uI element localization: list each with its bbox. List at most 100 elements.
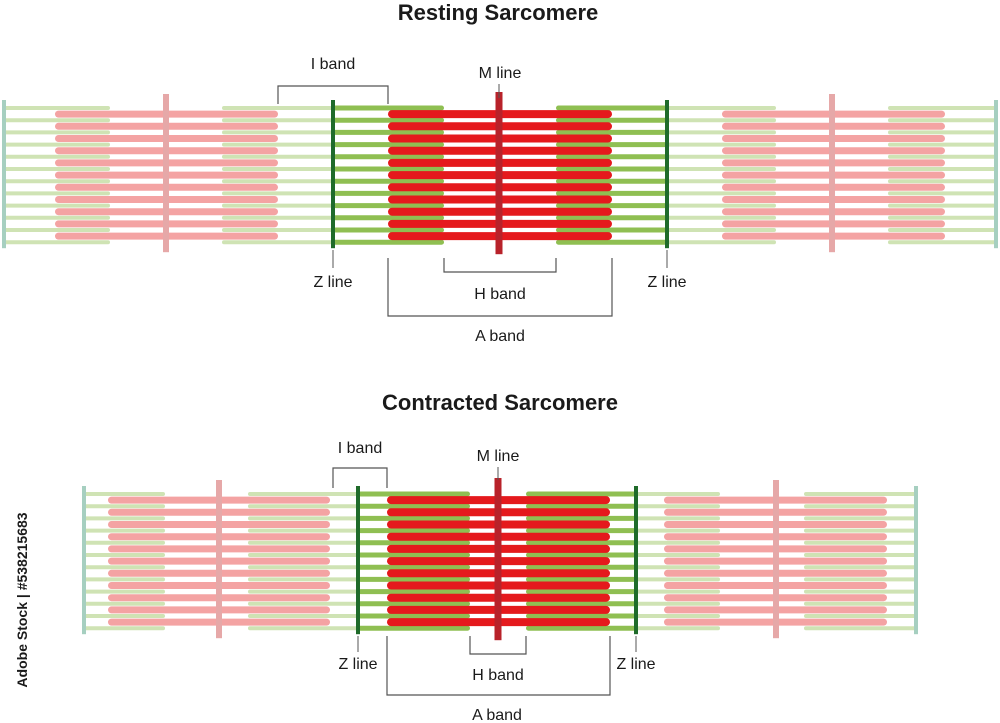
thin-filament: [333, 215, 444, 221]
faded-thin-filament: [667, 179, 776, 184]
faded-thin-filament: [804, 492, 916, 496]
faded-thin-filament: [4, 154, 110, 159]
faded-thin-filament: [636, 614, 720, 618]
h-band-bracket: [469, 636, 527, 655]
thin-filament: [526, 528, 636, 534]
faded-thin-filament: [222, 130, 333, 135]
resting-title: Resting Sarcomere: [398, 0, 599, 25]
faded-thin-filament: [636, 601, 720, 606]
faded-thin-filament: [804, 516, 916, 521]
faded-thin-filament: [248, 626, 358, 631]
thin-filament: [333, 190, 444, 196]
faded-thin-filament: [804, 504, 916, 509]
faded-thin-filament: [248, 565, 358, 570]
m-line: [495, 92, 503, 255]
faded-thin-filament: [888, 118, 996, 123]
thin-filament: [333, 142, 444, 148]
thin-filament: [333, 178, 444, 184]
thin-filament: [358, 613, 470, 619]
resting-brackets: [277, 84, 668, 317]
thin-filament: [358, 552, 470, 558]
contracted-sarcomere: Contracted Sarcomere I band M line Z lin…: [82, 390, 918, 723]
faded-thin-filament: [248, 589, 358, 594]
thin-filament: [556, 142, 667, 148]
faded-thin-filament: [667, 215, 776, 220]
a-band-bracket: [387, 258, 613, 317]
contracted-brackets: [332, 467, 637, 696]
resting-filaments: [2, 92, 998, 255]
thin-filament: [358, 564, 470, 570]
faded-thin-filament: [222, 203, 333, 208]
faded-thin-filament: [222, 179, 333, 184]
thin-filament: [358, 503, 470, 509]
thin-filament: [358, 601, 470, 607]
faded-thin-filament: [84, 492, 165, 496]
thin-filament: [358, 576, 470, 582]
faded-thin-filament: [84, 553, 165, 557]
faded-thin-filament: [888, 240, 996, 245]
faded-thin-filament: [84, 504, 165, 509]
faded-thin-filament: [636, 565, 720, 570]
resting-z-line-left-label: Z line: [313, 274, 352, 291]
faded-thin-filament: [888, 154, 996, 159]
faded-m-line: [773, 480, 779, 639]
faded-thin-filament: [636, 516, 720, 521]
thin-filament: [333, 129, 444, 135]
faded-thin-filament: [4, 179, 110, 184]
thin-filament: [526, 503, 636, 509]
thin-filament: [526, 491, 636, 497]
thin-filament: [333, 166, 444, 172]
faded-thin-filament: [4, 191, 110, 196]
faded-thin-filament: [4, 228, 110, 232]
faded-thin-filament: [667, 106, 776, 110]
faded-thin-filament: [667, 130, 776, 135]
faded-thin-filament: [4, 142, 110, 147]
faded-thin-filament: [888, 106, 996, 110]
thin-filament: [358, 491, 470, 497]
resting-a-band-label: A band: [475, 328, 525, 345]
resting-sarcomere: Resting Sarcomere I band M line Z line Z…: [2, 0, 998, 345]
faded-thin-filament: [804, 577, 916, 582]
thin-filament: [556, 105, 667, 111]
faded-thin-filament: [804, 589, 916, 594]
faded-thin-filament: [636, 589, 720, 594]
contracted-title: Contracted Sarcomere: [382, 390, 618, 415]
thin-filament: [358, 515, 470, 521]
resting-m-line-label: M line: [479, 65, 522, 82]
faded-thin-filament: [888, 179, 996, 184]
thin-filament: [556, 215, 667, 221]
faded-thin-filament: [84, 540, 165, 545]
z-line: [634, 486, 638, 635]
i-band-bracket: [277, 85, 389, 104]
faded-thin-filament: [804, 626, 916, 631]
faded-thin-filament: [4, 240, 110, 245]
thin-filament: [556, 178, 667, 184]
contracted-filaments: [82, 478, 918, 641]
faded-thin-filament: [222, 167, 333, 171]
faded-thin-filament: [636, 626, 720, 631]
faded-thin-filament: [4, 106, 110, 110]
faded-thin-filament: [222, 142, 333, 147]
thin-filament: [556, 154, 667, 160]
faded-thin-filament: [222, 228, 333, 232]
thin-filament: [358, 589, 470, 595]
contracted-a-band-label: A band: [472, 707, 522, 723]
faded-thin-filament: [222, 154, 333, 159]
faded-thin-filament: [222, 118, 333, 123]
i-band-bracket: [332, 467, 388, 488]
faded-thin-filament: [248, 504, 358, 509]
stock-watermark-text: Adobe Stock | #538215683: [14, 512, 30, 687]
thin-filament: [333, 227, 444, 233]
a-band-bracket: [386, 636, 611, 696]
faded-thin-filament: [804, 528, 916, 533]
faded-thin-filament: [84, 589, 165, 594]
thin-filament: [556, 117, 667, 123]
faded-thin-filament: [888, 191, 996, 196]
faded-thin-filament: [4, 215, 110, 220]
faded-thin-filament: [636, 492, 720, 496]
faded-thin-filament: [248, 528, 358, 533]
resting-i-band-label: I band: [311, 56, 355, 73]
thin-filament: [556, 166, 667, 172]
faded-thin-filament: [222, 240, 333, 245]
faded-thin-filament: [248, 540, 358, 545]
